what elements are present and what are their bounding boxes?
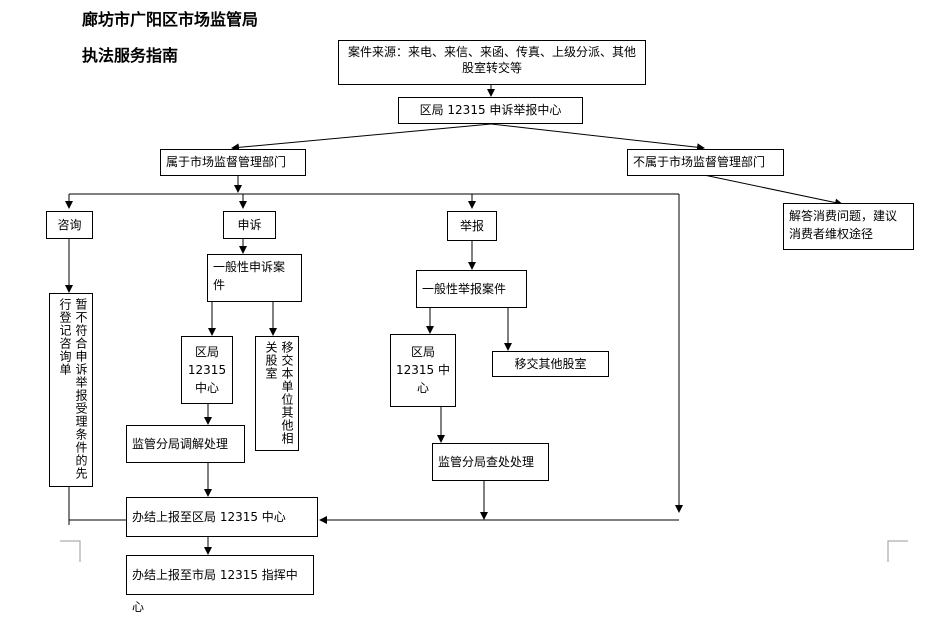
report-box: 举报 <box>447 211 497 241</box>
not-belongs-box: 不属于市场监督管理部门 <box>627 149 784 176</box>
consult-box: 咨询 <box>46 211 93 239</box>
general-report-box: 一般性举报案件 <box>416 270 527 308</box>
arrow-not-belongs-to-answer <box>703 174 843 207</box>
transfer-unit-box: 移交本单位其他相关股室 <box>255 336 299 451</box>
transfer-other-box: 移交其他股室 <box>492 351 609 377</box>
consult-detail-box: 暂不符合申诉举报受理条件的先行登记咨询单 <box>49 293 93 487</box>
investigate-box: 监管分局查处处理 <box>432 443 549 481</box>
complaint-center-local-box: 区局 12315 中心 <box>181 336 233 404</box>
page-title: 廊坊市广阳区市场监管局 <box>82 10 259 29</box>
page-subtitle: 执法服务指南 <box>82 46 179 65</box>
arrow-center-to-belongs <box>231 123 492 152</box>
report-center-local-box: 区局 12315 中心 <box>390 334 456 407</box>
flow-connectors <box>65 85 843 555</box>
page-corner-mark-right <box>887 540 908 562</box>
belongs-box: 属于市场监督管理部门 <box>160 149 306 176</box>
report-district-box: 办结上报至区局 12315 中心 <box>126 497 318 537</box>
answer-box: 解答消费问题，建议消费者维权途径 <box>783 203 914 250</box>
complaint-center-box: 区局 12315 申诉举报中心 <box>398 97 583 124</box>
general-complaint-box: 一般性申诉案件 <box>207 254 302 302</box>
case-source-box: 案件来源：来电、来信、来函、传真、上级分派、其他股室转交等 <box>338 40 646 85</box>
complaint-box: 申诉 <box>223 211 276 239</box>
report-city-box: 办结上报至市局 12315 指挥中心 <box>126 555 314 614</box>
page-corner-mark-left <box>60 540 81 562</box>
arrow-center-to-not-belongs <box>490 123 705 152</box>
mediation-box: 监管分局调解处理 <box>126 425 245 463</box>
